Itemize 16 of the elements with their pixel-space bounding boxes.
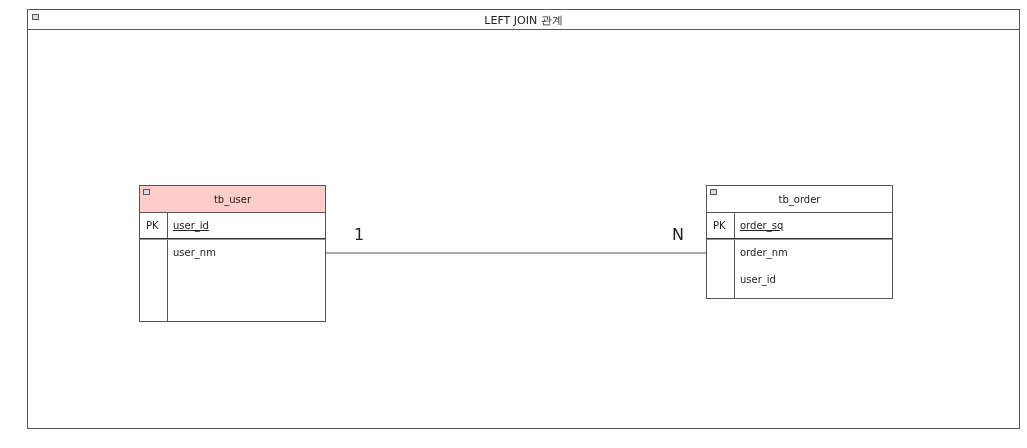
entity-table	[139, 185, 326, 322]
key-label: PK	[713, 220, 726, 231]
field-name: user_id	[740, 274, 776, 285]
frame-box	[27, 9, 1020, 429]
table-name: tb_order	[778, 194, 821, 205]
table-name: tb_user	[213, 194, 252, 205]
cardinality-label: N	[672, 225, 684, 244]
field-name: order_nm	[740, 247, 788, 258]
field-name: user_nm	[173, 247, 216, 258]
field-name: user_id	[173, 220, 209, 231]
frame-title: LEFT JOIN 관계	[484, 13, 563, 28]
entity-table	[706, 185, 893, 299]
relationship-line	[325, 252, 707, 254]
field-name: order_sq	[740, 220, 784, 231]
cardinality-label: 1	[354, 225, 365, 244]
key-label: PK	[146, 220, 159, 231]
